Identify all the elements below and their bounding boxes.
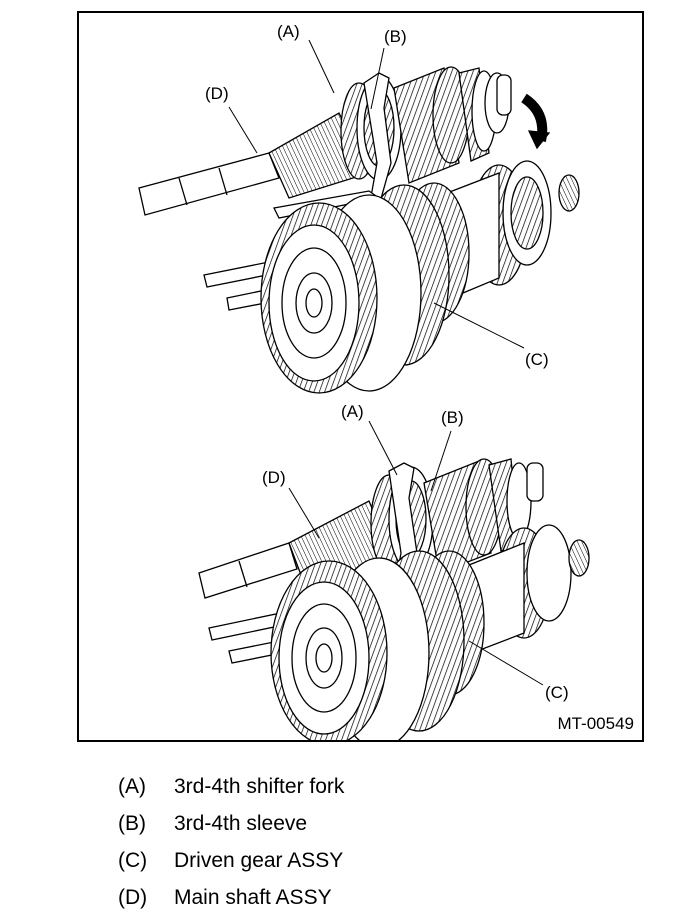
upper-assembly xyxy=(138,39,580,394)
legend-item: (A) 3rd-4th shifter fork xyxy=(118,768,344,805)
legend: (A) 3rd-4th shifter fork (B) 3rd-4th sleev… xyxy=(118,768,344,916)
figure-frame: (A) (B) (D) (C) (A) (B) (D) (C) MT-00549 xyxy=(77,11,644,742)
lower-callout-b: (B) xyxy=(441,408,464,427)
upper-callout-a: (A) xyxy=(277,22,300,41)
legend-key: (A) xyxy=(118,775,146,798)
upper-callout-c: (C) xyxy=(525,350,549,369)
lower-assembly xyxy=(198,420,590,740)
legend-key: (B) xyxy=(118,812,146,835)
legend-text: Main shaft ASSY xyxy=(174,886,332,909)
upper-callout-d: (D) xyxy=(205,84,229,103)
legend-item: (C) Driven gear ASSY xyxy=(118,842,344,879)
legend-key: (C) xyxy=(118,849,148,872)
legend-item: (D) Main shaft ASSY xyxy=(118,879,344,916)
figure-id: MT-00549 xyxy=(557,714,634,733)
legend-item: (B) 3rd-4th sleeve xyxy=(118,805,344,842)
lower-callout-d: (D) xyxy=(262,468,286,487)
transmission-illustration xyxy=(138,39,590,740)
legend-key: (D) xyxy=(118,886,148,909)
legend-text: Driven gear ASSY xyxy=(174,849,344,872)
legend-text: 3rd-4th sleeve xyxy=(174,812,308,835)
lower-callout-c: (C) xyxy=(545,683,569,702)
legend-text: 3rd-4th shifter fork xyxy=(174,775,345,798)
lower-callout-a: (A) xyxy=(341,402,364,421)
upper-callout-b: (B) xyxy=(384,27,407,46)
